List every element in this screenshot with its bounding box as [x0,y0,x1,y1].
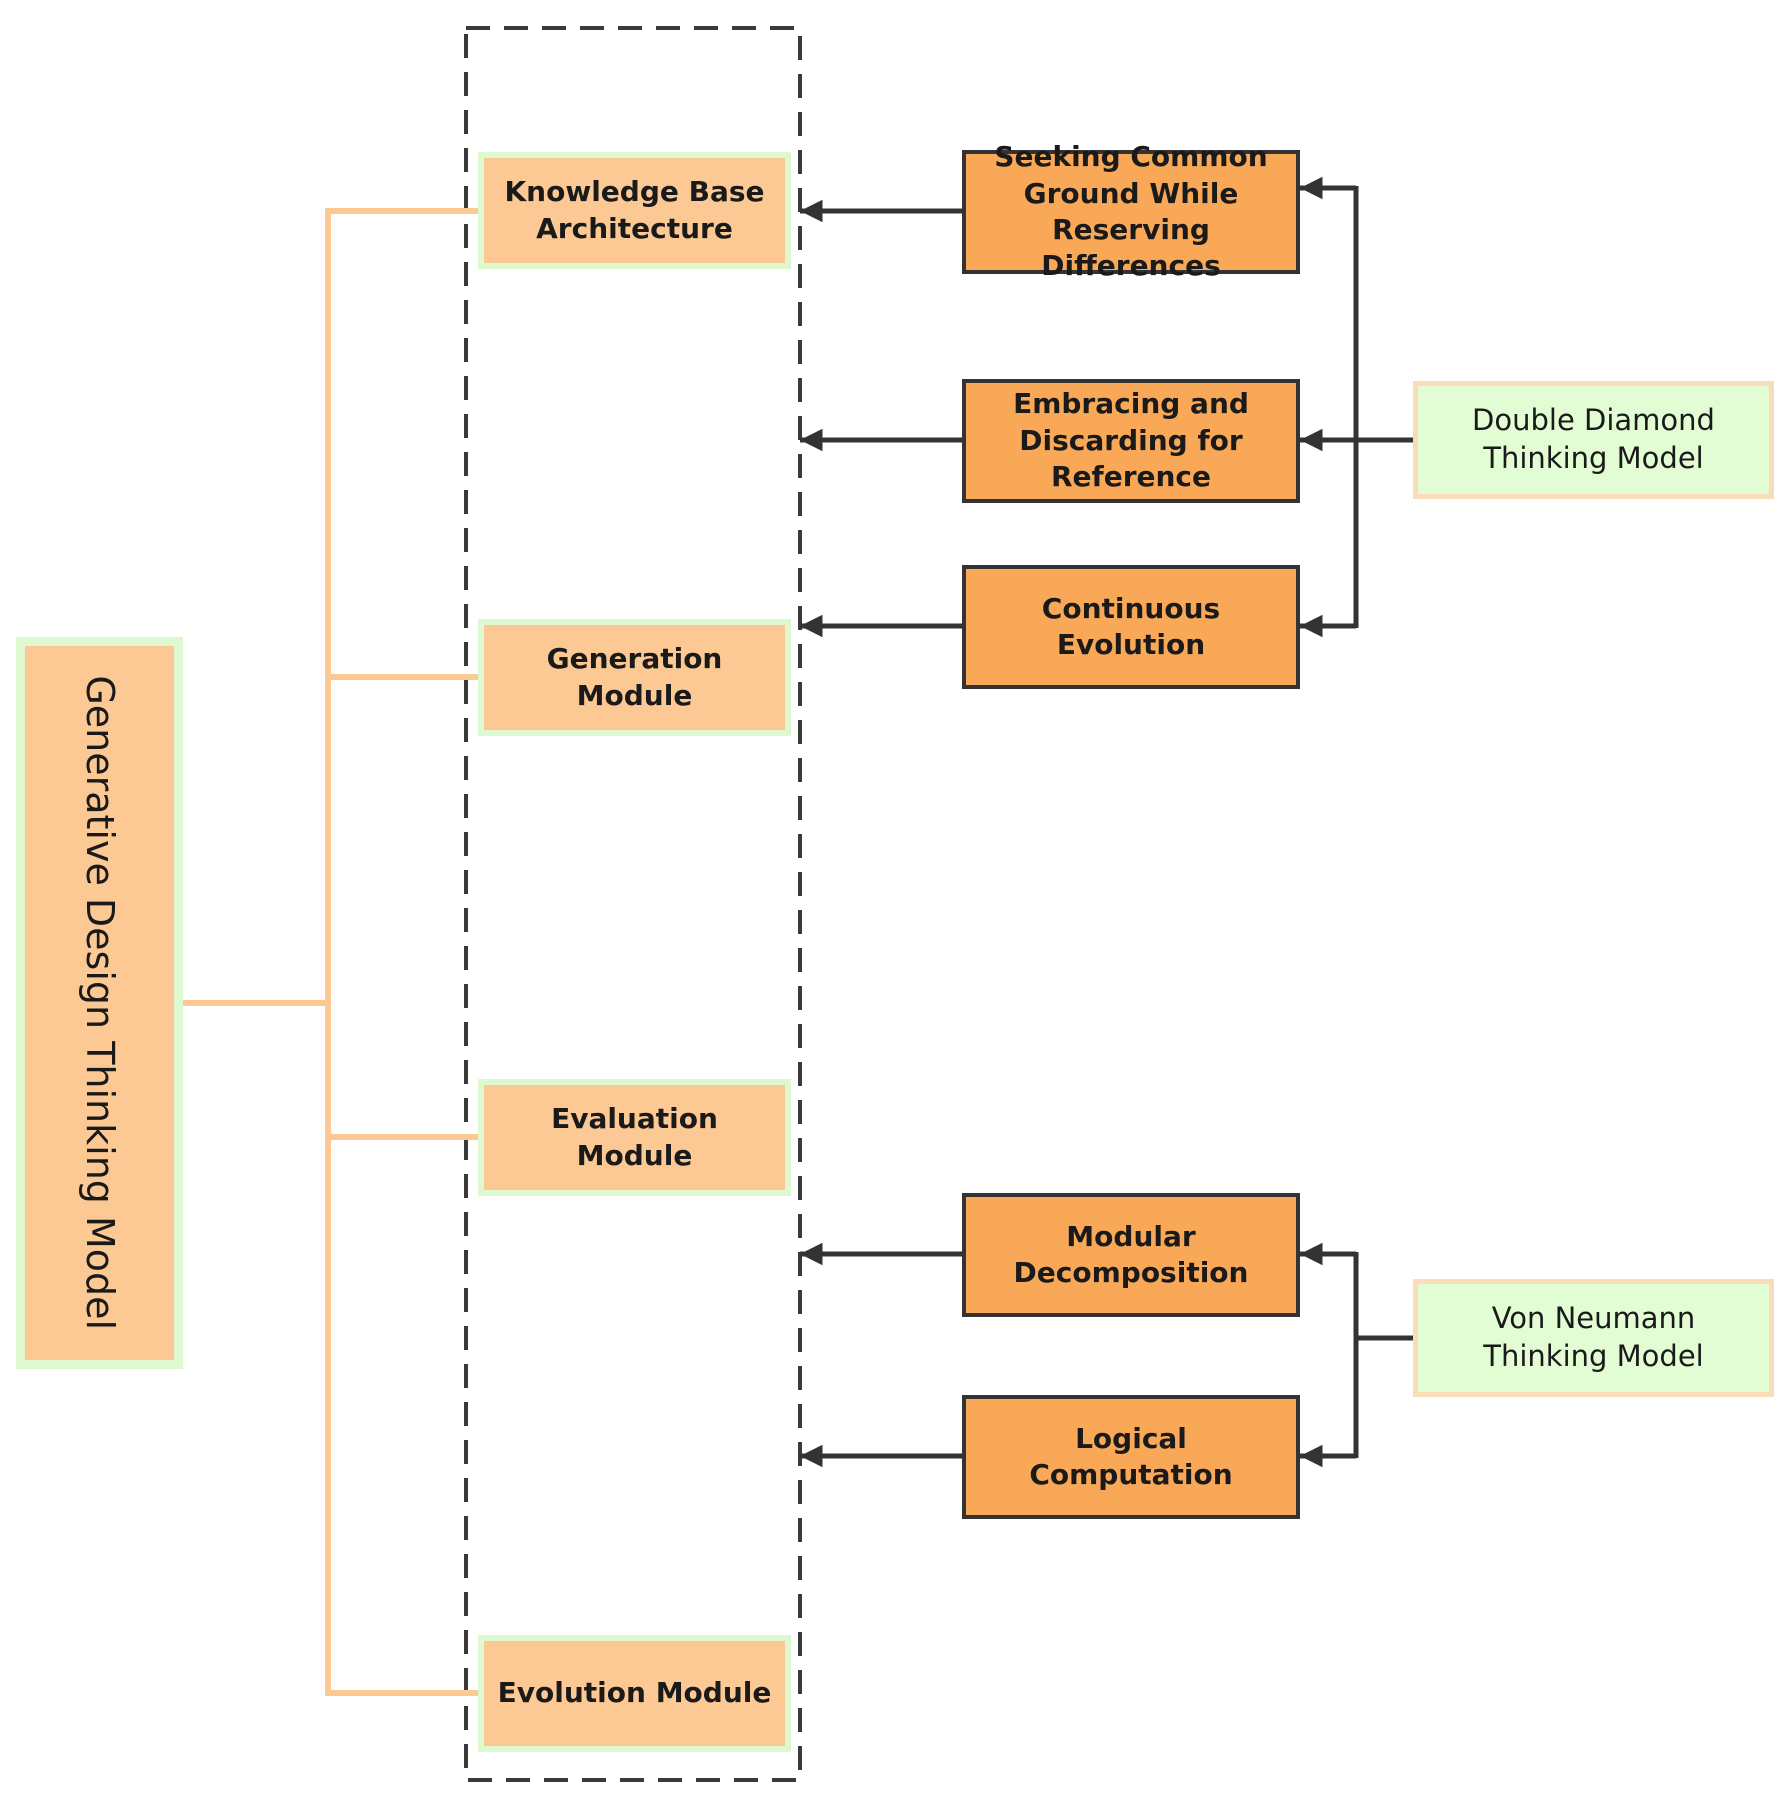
method-embracing-discarding: Embracing and Discarding for Reference [962,379,1300,503]
root-node-generative-design-thinking-model: Generative Design Thinking Model [16,637,183,1369]
method-seeking-common-ground: Seeking Common Ground While Reserving Di… [962,140,1300,282]
module-label: Evolution Module [497,1676,772,1710]
module-label: Generation Module [546,642,723,712]
module-knowledge-base-architecture: Knowledge Base Architecture [478,152,791,269]
method-continuous-evolution: Continuous Evolution [962,565,1300,689]
source-label: Double Diamond Thinking Model [1472,403,1715,475]
von-neumann-bracket [1300,1242,1413,1468]
root-connectors [180,208,478,1696]
module-label: Evaluation Module [551,1102,718,1172]
module-generation: Generation Module [478,619,791,736]
module-evaluation: Evaluation Module [478,1079,791,1196]
method-label: Logical Computation [1029,1421,1233,1491]
method-label: Embracing and Discarding for Reference [1013,387,1249,494]
module-group-frame [464,26,802,1782]
double-diamond-bracket [1300,176,1413,638]
root-node-label: Generative Design Thinking Model [78,675,123,1331]
method-label: Modular Decomposition [1013,1219,1249,1289]
method-label: Continuous Evolution [1041,591,1221,661]
source-label: Von Neumann Thinking Model [1483,1301,1704,1373]
source-double-diamond-thinking-model: Double Diamond Thinking Model [1413,381,1774,499]
method-modular-decomposition: Modular Decomposition [962,1193,1300,1317]
method-arrows [800,199,962,1468]
module-evolution: Evolution Module [478,1635,791,1752]
module-label: Knowledge Base Architecture [504,175,765,245]
method-logical-computation: Logical Computation [962,1395,1300,1519]
method-label: Seeking Common Ground While Reserving Di… [994,140,1268,283]
source-von-neumann-thinking-model: Von Neumann Thinking Model [1413,1279,1774,1397]
